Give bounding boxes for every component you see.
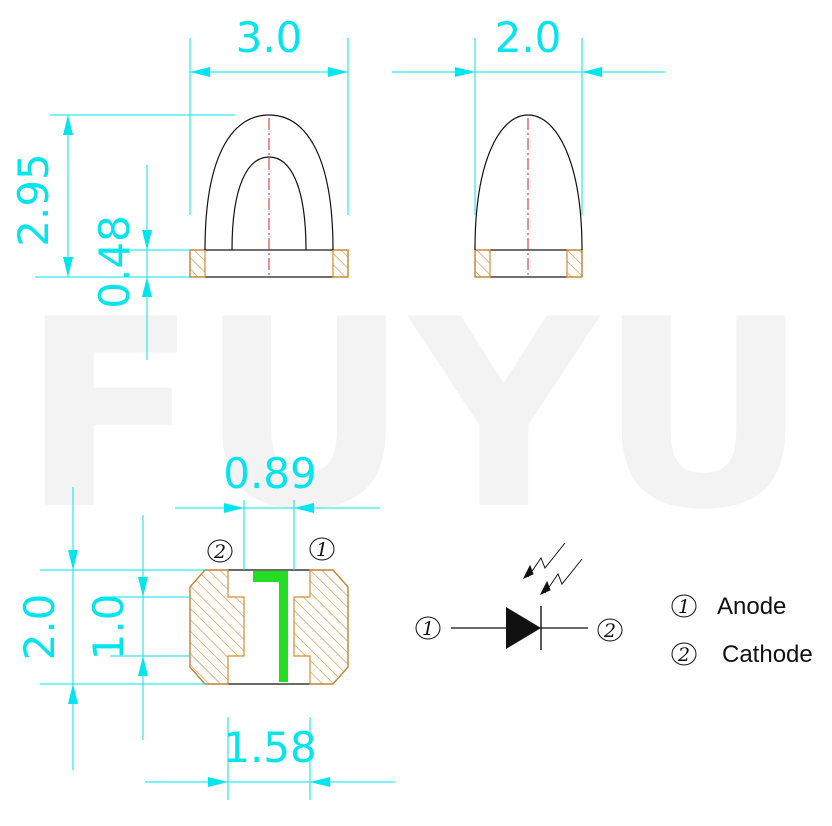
schematic-pin-label-1: 1 [422,618,434,640]
dim-label-body-width: 1.58 [223,723,317,772]
dim-body-width: 1.58 [145,717,395,800]
led-schematic: 1 2 [415,542,623,650]
front-base-hatch-right [332,249,349,278]
dim-label-pad-height: 1.0 [84,594,133,661]
dim-label-total-height: 2.95 [9,153,58,247]
schematic-pin-label-2: 2 [603,620,616,642]
dim-base-height: 0.48 [90,165,190,360]
dim-label-side-width: 2.0 [495,13,562,62]
side-base-hatch-right [566,249,583,278]
legend-num-1: 1 [678,596,690,618]
side-base-hatch-left [474,249,491,278]
light-arrow-icon [522,542,583,596]
diode-triangle-icon [506,607,541,649]
footprint-view: 2 1 [189,537,349,685]
front-dome-outer [204,114,334,251]
dim-top-width: 3.0 [189,13,349,215]
schematic-pin-circle-1 [415,616,441,640]
legend-label-cathode: Cathode [722,641,813,668]
side-view [474,114,583,278]
legend: 1 Anode 2 Cathode [671,593,813,668]
legend-circle-1 [671,594,697,618]
legend-circle-2 [671,642,697,666]
watermark-text: FUYU [21,265,809,567]
pin-circle-2 [207,539,233,563]
dim-pad-height: 1.0 [84,515,190,740]
schematic-pin-circle-2 [597,618,623,642]
dim-body-height: 2.0 [15,487,205,770]
polarity-mark [253,571,288,682]
legend-num-2: 2 [677,644,690,666]
pad-right [293,569,349,685]
dim-pad-gap: 0.89 [175,449,380,570]
side-dome [474,114,583,251]
front-view [189,114,349,278]
pin-circle-1 [309,537,335,561]
front-base-hatch-left [189,249,206,278]
dim-label-top-width: 3.0 [236,13,303,62]
front-dome-inner [231,156,307,251]
pin-label-2: 2 [213,541,226,563]
dim-label-body-height: 2.0 [15,594,64,661]
pad-left [189,569,245,685]
dim-label-base-height: 0.48 [90,215,139,309]
legend-label-anode: Anode [717,593,786,620]
dim-label-pad-gap: 0.89 [223,449,317,498]
pin-label-1: 1 [316,539,328,561]
dim-side-width: 2.0 [392,13,665,215]
dim-total-height: 2.95 [9,114,235,278]
